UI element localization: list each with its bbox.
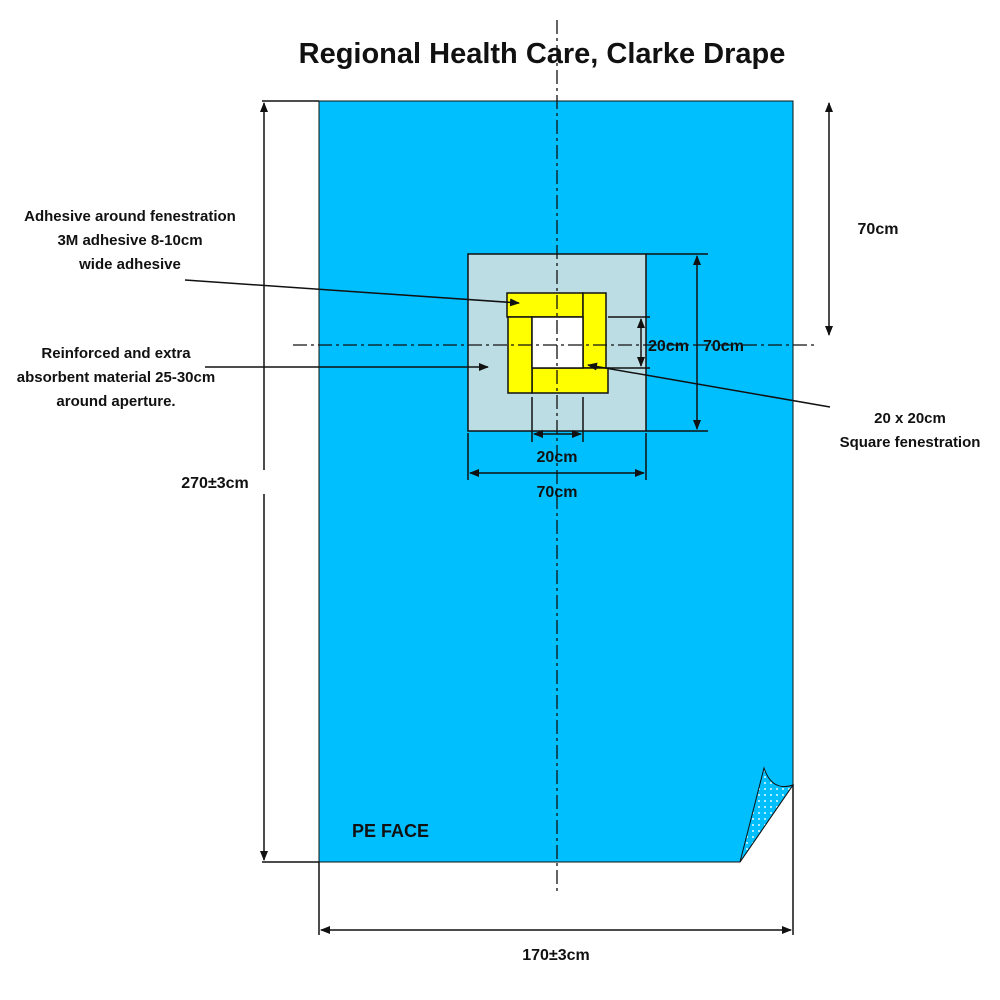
adhesive-annotation: Adhesive around fenestration 3M adhesive… <box>24 208 236 273</box>
svg-text:20 x 20cm: 20 x 20cm <box>874 410 946 427</box>
svg-text:Reinforced and extra: Reinforced and extra <box>41 345 191 362</box>
svg-text:absorbent material 25-30cm: absorbent material 25-30cm <box>17 369 215 386</box>
fenestration-width-label: 20cm <box>537 449 578 466</box>
top-offset-label: 70cm <box>858 221 899 238</box>
fenestration-annotation: 20 x 20cm Square fenestration <box>840 410 981 451</box>
pe-face-label: PE FACE <box>352 821 429 841</box>
width-label: 170±3cm <box>522 947 590 964</box>
reinforcement-width-label: 70cm <box>537 484 578 501</box>
svg-text:around aperture.: around aperture. <box>56 393 175 410</box>
fenestration-height-label: 20cm <box>648 338 689 355</box>
reinforced-annotation: Reinforced and extra absorbent material … <box>17 345 215 410</box>
drape-sheet <box>318 100 794 863</box>
svg-text:Adhesive around fenestration: Adhesive around fenestration <box>24 208 236 225</box>
reinforcement-height-label: 70cm <box>703 338 744 355</box>
svg-text:3M adhesive 8-10cm: 3M adhesive 8-10cm <box>57 232 202 249</box>
svg-text:wide adhesive: wide adhesive <box>78 256 181 273</box>
adhesive-frame <box>506 292 609 394</box>
diagram-title: Regional Health Care, Clarke Drape <box>299 38 786 70</box>
svg-text:Square fenestration: Square fenestration <box>840 434 981 451</box>
adhesive-leader <box>184 279 520 307</box>
fenestration-leader <box>587 362 831 408</box>
length-label: 270±3cm <box>181 475 249 492</box>
